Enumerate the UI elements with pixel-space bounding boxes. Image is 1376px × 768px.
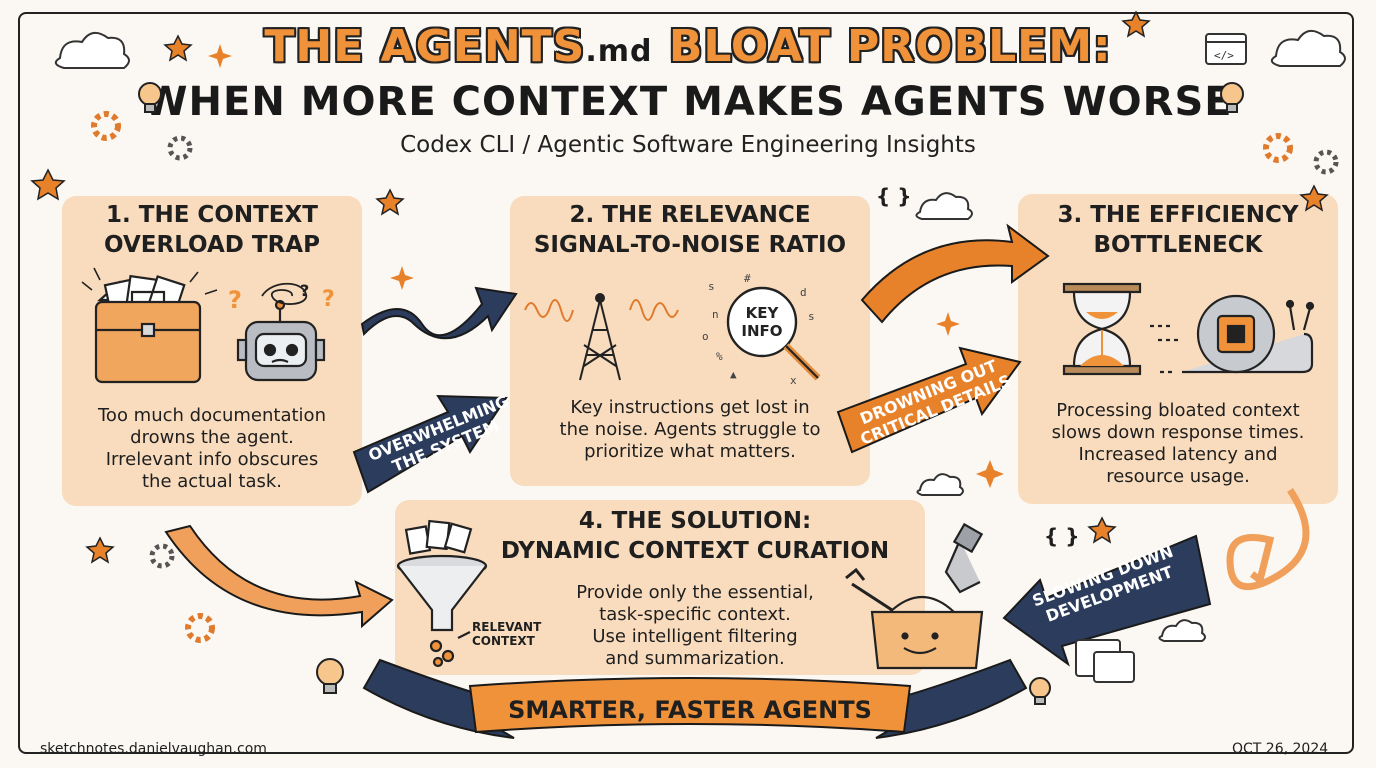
cloud-icon <box>54 29 1346 642</box>
panel-4-wash <box>395 500 925 675</box>
svg-text:?: ? <box>300 281 309 300</box>
svg-text:?: ? <box>322 287 335 312</box>
snail-chip-icon <box>1150 294 1315 374</box>
panel-3-title: 3. THE EFFICIENCY BOTTLENECK <box>1018 200 1338 260</box>
panel-3-text-line: resource usage. <box>1106 466 1250 487</box>
relevant-context-line: CONTEXT <box>472 634 535 648</box>
gear-icon <box>149 135 1339 569</box>
panel-2-text: Key instructions get lost in the noise. … <box>510 397 870 463</box>
svg-text:d: d <box>800 286 807 299</box>
panel-4-title-line-1: 4. THE SOLUTION: <box>578 508 812 534</box>
panel-3-text-line: Increased latency and <box>1078 444 1278 465</box>
code-braces-icon: { } <box>876 184 912 208</box>
relevant-context-label: RELEVANT CONTEXT <box>472 620 541 648</box>
panel-4-text-line: task-specific context. <box>599 604 791 625</box>
magnifier-icon <box>726 286 821 381</box>
relevant-context-line: RELEVANT <box>472 620 542 634</box>
title-block: THE AGENTS.md BLOAT PROBLEM: WHEN MORE C… <box>0 22 1376 163</box>
panel-3-text-line: slows down response times. <box>1051 422 1305 443</box>
panel-4-text: Provide only the essential, task-specifi… <box>520 582 870 670</box>
arrow-1-shape <box>352 394 508 494</box>
magnifier-key-text: KEY <box>746 304 780 322</box>
panel-3-text: Processing bloated context slows down re… <box>1018 400 1338 488</box>
panel-1-title: 1. THE CONTEXT OVERLOAD TRAP <box>62 200 362 260</box>
panel-4-text-line: and summarization. <box>605 648 785 669</box>
toolbox-robot-arm-icon <box>845 522 984 670</box>
magnifier-info-text: INFO <box>741 322 782 340</box>
svg-text:#: # <box>744 272 751 285</box>
wavy-arrow-decoration <box>360 286 518 340</box>
panel-1-title-line-1: 1. THE CONTEXT <box>106 202 318 228</box>
gear-icon <box>91 111 1293 643</box>
banner-ribbon <box>362 658 1028 739</box>
title-part-bloat: BLOAT PROBLEM: <box>668 21 1112 72</box>
panel-1-text-line: Irrelevant info obscures <box>105 449 319 470</box>
panel-2-title-line-2: SIGNAL-TO-NOISE RATIO <box>533 232 847 258</box>
panel-1-text: Too much documentation drowns the agent.… <box>62 405 362 493</box>
svg-text:%: % <box>716 350 723 363</box>
panel-4-title-line-2: DYNAMIC CONTEXT CURATION <box>500 538 890 564</box>
loop-arrow-decoration <box>1226 488 1310 591</box>
confused-robot-icon: ? ? ? <box>228 281 335 382</box>
panel-3-title-line-1: 3. THE EFFICIENCY <box>1057 202 1299 228</box>
svg-text:x: x <box>790 374 797 387</box>
code-braces-icon: { } <box>1044 524 1080 548</box>
page-frame <box>18 12 1354 754</box>
light-bulb-icon <box>138 82 1244 705</box>
panel-3-title-line-2: BOTTLENECK <box>1093 232 1263 258</box>
svg-text:o: o <box>702 330 709 343</box>
panel-4-title: 4. THE SOLUTION: DYNAMIC CONTEXT CURATIO… <box>480 506 910 566</box>
svg-text:s: s <box>708 280 715 293</box>
arrow-3-shape <box>1002 534 1212 667</box>
star-icon <box>30 10 1329 564</box>
curved-orange-arrow-decoration <box>164 524 394 629</box>
banner-text: SMARTER, FASTER AGENTS <box>508 696 872 724</box>
title-md: .md <box>585 34 653 69</box>
sparkle-icon <box>208 44 1004 488</box>
arrow-2-shape <box>836 346 1022 454</box>
panel-1-text-line: drowns the agent. <box>130 427 294 448</box>
panel-2-text-line: prioritize what matters. <box>584 441 796 462</box>
radio-tower-icon <box>524 293 679 381</box>
svg-text:</>: </> <box>1214 49 1234 62</box>
subtitle: Codex CLI / Agentic Software Engineering… <box>400 132 976 158</box>
footer-website: sketchnotes.danielvaughan.com <box>40 741 267 757</box>
svg-text:▲: ▲ <box>730 368 737 381</box>
panel-2-title-line-1: 2. THE RELEVANCE <box>569 202 811 228</box>
panel-1-text-line: the actual task. <box>141 471 283 492</box>
panel-2-text-line: Key instructions get lost in <box>570 397 810 418</box>
title-line-2: WHEN MORE CONTEXT MAKES AGENTS WORSE <box>143 79 1233 125</box>
panel-2-wash <box>510 196 870 486</box>
panel-1-text-line: Too much documentation <box>98 405 326 426</box>
main-title: THE AGENTS.md BLOAT PROBLEM: <box>0 22 1376 77</box>
striped-arrow-decoration <box>860 223 1050 324</box>
briefcase-icon <box>81 267 218 384</box>
svg-text:?: ? <box>228 286 242 314</box>
title-part-agents: THE AGENTS <box>264 21 586 72</box>
panel-2-text-line: the noise. Agents struggle to <box>559 419 821 440</box>
panel-4-text-line: Use intelligent filtering <box>592 626 798 647</box>
hourglass-icon <box>1062 282 1142 376</box>
noise-glyphs-decoration: sn% ▲ds ox# <box>702 272 815 387</box>
panel-4-text-line: Provide only the essential, <box>576 582 814 603</box>
svg-text:s: s <box>808 310 815 323</box>
funnel-icon <box>396 519 488 668</box>
panel-3-text-line: Processing bloated context <box>1056 400 1300 421</box>
panel-1-title-line-2: OVERLOAD TRAP <box>104 232 320 258</box>
code-window-icon: </> <box>1075 33 1247 683</box>
panel-2-title: 2. THE RELEVANCE SIGNAL-TO-NOISE RATIO <box>510 200 870 260</box>
svg-text:n: n <box>712 308 719 321</box>
footer-date: OCT 26, 2024 <box>1232 741 1329 757</box>
